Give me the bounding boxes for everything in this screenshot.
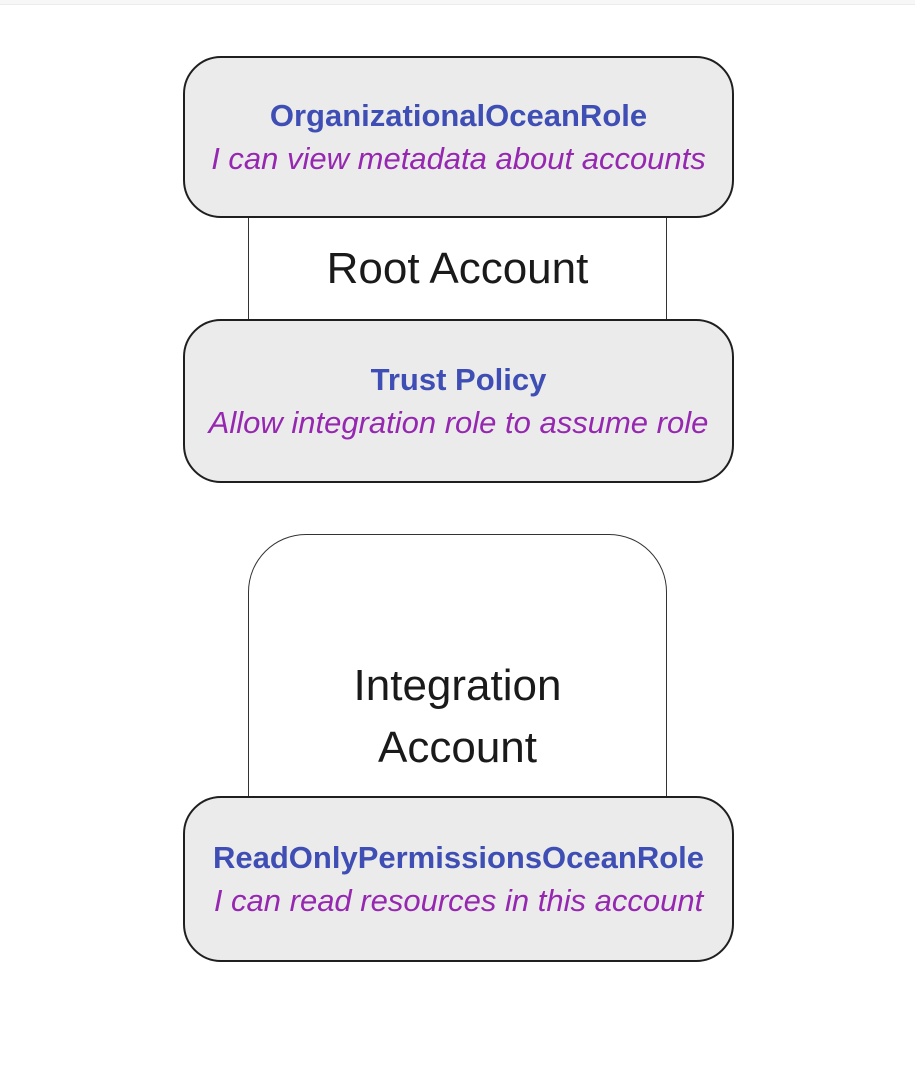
cluster-root-account-label: Root Account [326, 243, 589, 293]
role-title: OrganizationalOceanRole [269, 98, 648, 133]
role-description: I can read resources in this account [213, 883, 704, 918]
window-top-edge [0, 0, 915, 5]
role-title: ReadOnlyPermissionsOceanRole [212, 840, 705, 875]
cluster-integration-account-label: Integration Account [353, 661, 562, 772]
role-title: Trust Policy [370, 362, 547, 397]
node-readonly-permissions-ocean-role: ReadOnlyPermissionsOceanRole I can read … [183, 796, 734, 962]
role-description: I can view metadata about accounts [211, 141, 706, 176]
cluster-integration-account: Integration Account [248, 534, 667, 824]
node-trust-policy: Trust Policy Allow integration role to a… [183, 319, 734, 483]
node-organizational-ocean-role: OrganizationalOceanRole I can view metad… [183, 56, 734, 218]
role-description: Allow integration role to assume role [208, 405, 709, 440]
cluster-root-account: Root Account [248, 218, 667, 319]
